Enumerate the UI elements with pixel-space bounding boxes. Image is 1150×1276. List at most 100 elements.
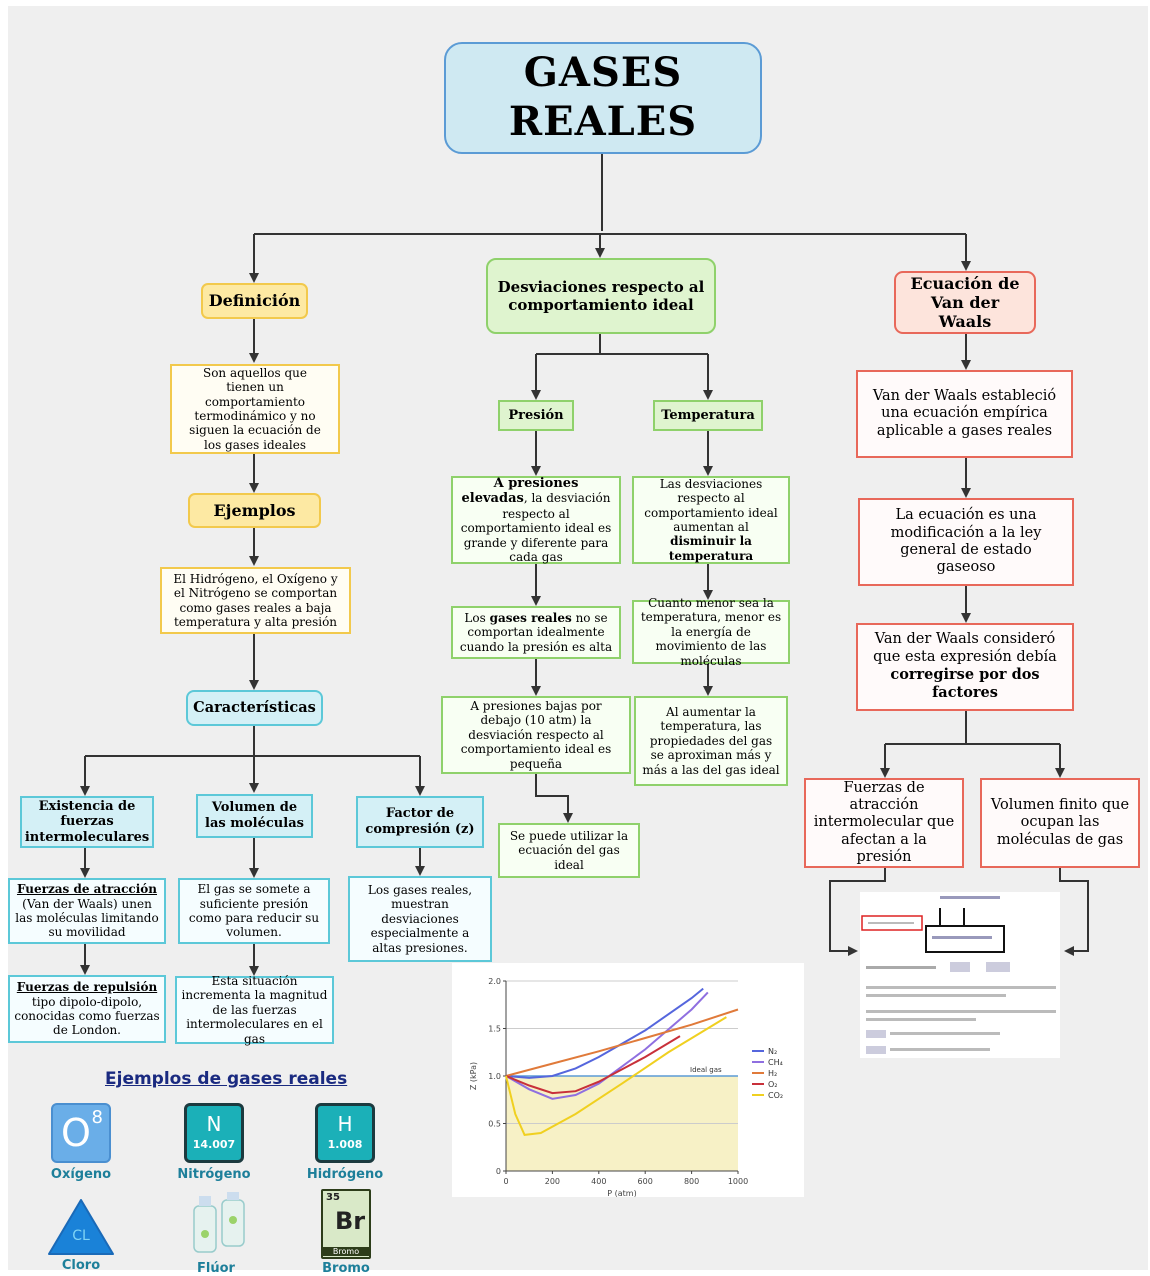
bromine-label: Bromo xyxy=(322,1261,370,1276)
legend-label-3: O₂ xyxy=(768,1080,778,1089)
presion-t2-rest: no se comportan idealmente cuando la pre… xyxy=(459,610,613,654)
presion-text-2: Los gases reales no se comportan idealme… xyxy=(451,606,621,659)
factor-compresion-header: Factor de compresión (z) xyxy=(356,796,484,848)
presion-t2-pre: Los xyxy=(464,610,490,625)
presion-t2-bold: gases reales xyxy=(489,610,572,625)
x-axis-label: P (atm) xyxy=(607,1189,636,1197)
ejemplos-text-label: El Hidrógeno, el Oxígeno y el Nitrógeno … xyxy=(173,571,338,629)
presion-t1-bold: A presiones elevadas xyxy=(461,475,579,507)
ejemplos-header: Ejemplos xyxy=(188,493,321,528)
x-tick-label: 200 xyxy=(545,1177,560,1186)
col3-header-label: Factor de compresión (z) xyxy=(365,806,475,837)
fuerzas-repulsion-text: Fuerzas de repulsión tipo dipolo-dipolo,… xyxy=(14,980,160,1038)
y-tick-label: 2.0 xyxy=(488,977,501,986)
presion-header: Presión xyxy=(498,400,574,431)
oxygen-symbol: O xyxy=(61,1111,91,1155)
fluorine-bottles-icon xyxy=(193,1192,245,1253)
nitrogen-mass: 14.007 xyxy=(192,1138,236,1151)
y-tick-label: 0.5 xyxy=(488,1120,501,1129)
fuerzas-intermoleculares-header: Existencia de fuerzas intermoleculares xyxy=(20,796,154,848)
connectors xyxy=(80,154,1089,976)
presion-text-4: Se puede utilizar la ecuación del gas id… xyxy=(498,823,640,878)
volumen-finito-vdw: Volumen finito que ocupan las moléculas … xyxy=(980,778,1140,868)
definicion-text: Son aquellos que tienen un comportamient… xyxy=(170,364,340,454)
definicion-header-label: Definición xyxy=(208,291,301,311)
ejemplos-header-label: Ejemplos xyxy=(213,500,296,520)
y-tick-label: 0 xyxy=(496,1167,501,1176)
temperatura-text-1: Las desviaciones respecto al comportamie… xyxy=(632,476,790,564)
vanderwaals-text-2-label: La ecuación es una modificación a la ley… xyxy=(890,507,1042,576)
fuerzas-repulsion-head: Fuerzas de repulsión xyxy=(16,980,158,995)
oxygen-label: Oxígeno xyxy=(50,1167,112,1182)
temperatura-t1-bold: disminuir la temperatura xyxy=(668,534,754,563)
legend-label-0: N₂ xyxy=(768,1047,777,1056)
oxygen-tile: O 8 xyxy=(51,1103,111,1163)
bromine-tile: 35 Br Bromo xyxy=(321,1189,371,1259)
volumen-finito-vdw-label: Volumen finito que ocupan las moléculas … xyxy=(990,796,1130,848)
vanderwaals-text-1-label: Van der Waals estableció una ecuación em… xyxy=(872,387,1057,439)
fuerzas-atraccion-vdw-label: Fuerzas de atracción intermolecular que … xyxy=(813,779,955,866)
vanderwaals-t3-bold: corregirse por dos factores xyxy=(890,666,1040,702)
nitrogen-symbol: N xyxy=(206,1112,222,1136)
series-line-2 xyxy=(505,1008,739,1077)
series-line-4 xyxy=(505,1016,727,1136)
chlorine-label: Cloro xyxy=(61,1258,101,1273)
y-axis-label: Z (kPa) xyxy=(469,1062,478,1090)
fuerzas-atraccion-vdw: Fuerzas de atracción intermolecular que … xyxy=(804,778,964,868)
series-line-3 xyxy=(505,1035,681,1095)
hydrogen-tile: H 1.008 xyxy=(315,1103,375,1163)
vanderwaals-text-3: Van der Waals consideró que esta expresi… xyxy=(856,623,1074,711)
temperatura-t1-pre: Las desviaciones respecto al comportamie… xyxy=(644,476,778,534)
nitrogen-tile: N 14.007 xyxy=(184,1103,244,1163)
presion-text-1-label: A presiones elevadas, la desviación resp… xyxy=(459,476,613,565)
bromine-number: 35 xyxy=(326,1192,340,1203)
volumen-text-2-label: Esta situación incrementa la magnitud de… xyxy=(181,974,328,1046)
series-line-1 xyxy=(505,991,709,1100)
definicion-header: Definición xyxy=(201,283,308,319)
col2-header-label: Volumen de las moléculas xyxy=(205,800,304,831)
temperatura-text-2-label: Cuanto menor sea la temperatura, menor e… xyxy=(640,596,782,668)
fuerzas-repulsion-box: Fuerzas de repulsión tipo dipolo-dipolo,… xyxy=(8,975,166,1043)
factor-compresion-text-label: Los gases reales, muestran desviaciones … xyxy=(367,883,473,955)
presion-t1-rest: , la desviación respecto al comportamien… xyxy=(460,491,612,564)
factor-compresion-text: Los gases reales, muestran desviaciones … xyxy=(348,876,492,962)
caracteristicas-header: Características xyxy=(186,690,323,726)
volumen-text-2: Esta situación incrementa la magnitud de… xyxy=(175,974,334,1046)
presion-text-1: A presiones elevadas, la desviación resp… xyxy=(451,476,621,564)
ejemplos-text: El Hidrógeno, el Oxígeno y el Nitrógeno … xyxy=(160,567,351,634)
vanderwaals-text-1: Van der Waals estableció una ecuación em… xyxy=(856,370,1073,458)
y-tick-label: 1.5 xyxy=(488,1025,501,1034)
chlorine-tile: CL xyxy=(48,1199,114,1255)
vanderwaals-text-2: La ecuación es una modificación a la ley… xyxy=(858,498,1074,586)
x-tick-label: 1000 xyxy=(728,1177,748,1186)
temperatura-header: Temperatura xyxy=(653,400,763,431)
chlorine-symbol: CL xyxy=(72,1228,90,1244)
col1-header-label: Existencia de fuerzas intermoleculares xyxy=(24,798,150,845)
hydrogen-label: Hidrógeno xyxy=(306,1167,384,1182)
x-tick-label: 600 xyxy=(638,1177,653,1186)
desviaciones-header-label: Desviaciones respecto al comportamiento … xyxy=(497,278,705,314)
legend-label-1: CH₄ xyxy=(768,1058,783,1067)
temperatura-text-3-label: Al aumentar la temperatura, las propieda… xyxy=(642,705,780,777)
bromine-name: Bromo xyxy=(323,1247,369,1256)
temperatura-text-1-label: Las desviaciones respecto al comportamie… xyxy=(640,477,782,563)
fuerzas-atraccion-box: Fuerzas de atracción (Van der Waals) une… xyxy=(8,878,166,944)
presion-text-2-label: Los gases reales no se comportan idealme… xyxy=(459,611,613,654)
ideal-gas-label: Ideal gas xyxy=(690,1066,722,1074)
temperatura-text-2: Cuanto menor sea la temperatura, menor e… xyxy=(632,596,790,668)
oxygen-number: 8 xyxy=(91,1107,103,1128)
y-tick-label: 1.0 xyxy=(488,1072,501,1081)
caracteristicas-header-label: Características xyxy=(193,699,316,717)
presion-header-label: Presión xyxy=(508,407,564,423)
presion-text-3: A presiones bajas por debajo (10 atm) la… xyxy=(441,696,631,774)
hydrogen-mass: 1.008 xyxy=(327,1138,363,1151)
nitrogen-label: Nitrógeno xyxy=(177,1167,251,1182)
definicion-text-label: Son aquellos que tienen un comportamient… xyxy=(189,365,321,452)
canvas: GASES REALES Definición Son aquellos que… xyxy=(8,6,1148,1276)
legend-label-2: H₂ xyxy=(768,1069,777,1078)
fuerzas-atraccion-head: Fuerzas de atracción xyxy=(16,882,158,897)
title-box: GASES REALES xyxy=(444,42,762,154)
volumen-text-1: El gas se somete a suficiente presión co… xyxy=(178,878,330,944)
volumen-text-1-label: El gas se somete a suficiente presión co… xyxy=(188,882,320,940)
